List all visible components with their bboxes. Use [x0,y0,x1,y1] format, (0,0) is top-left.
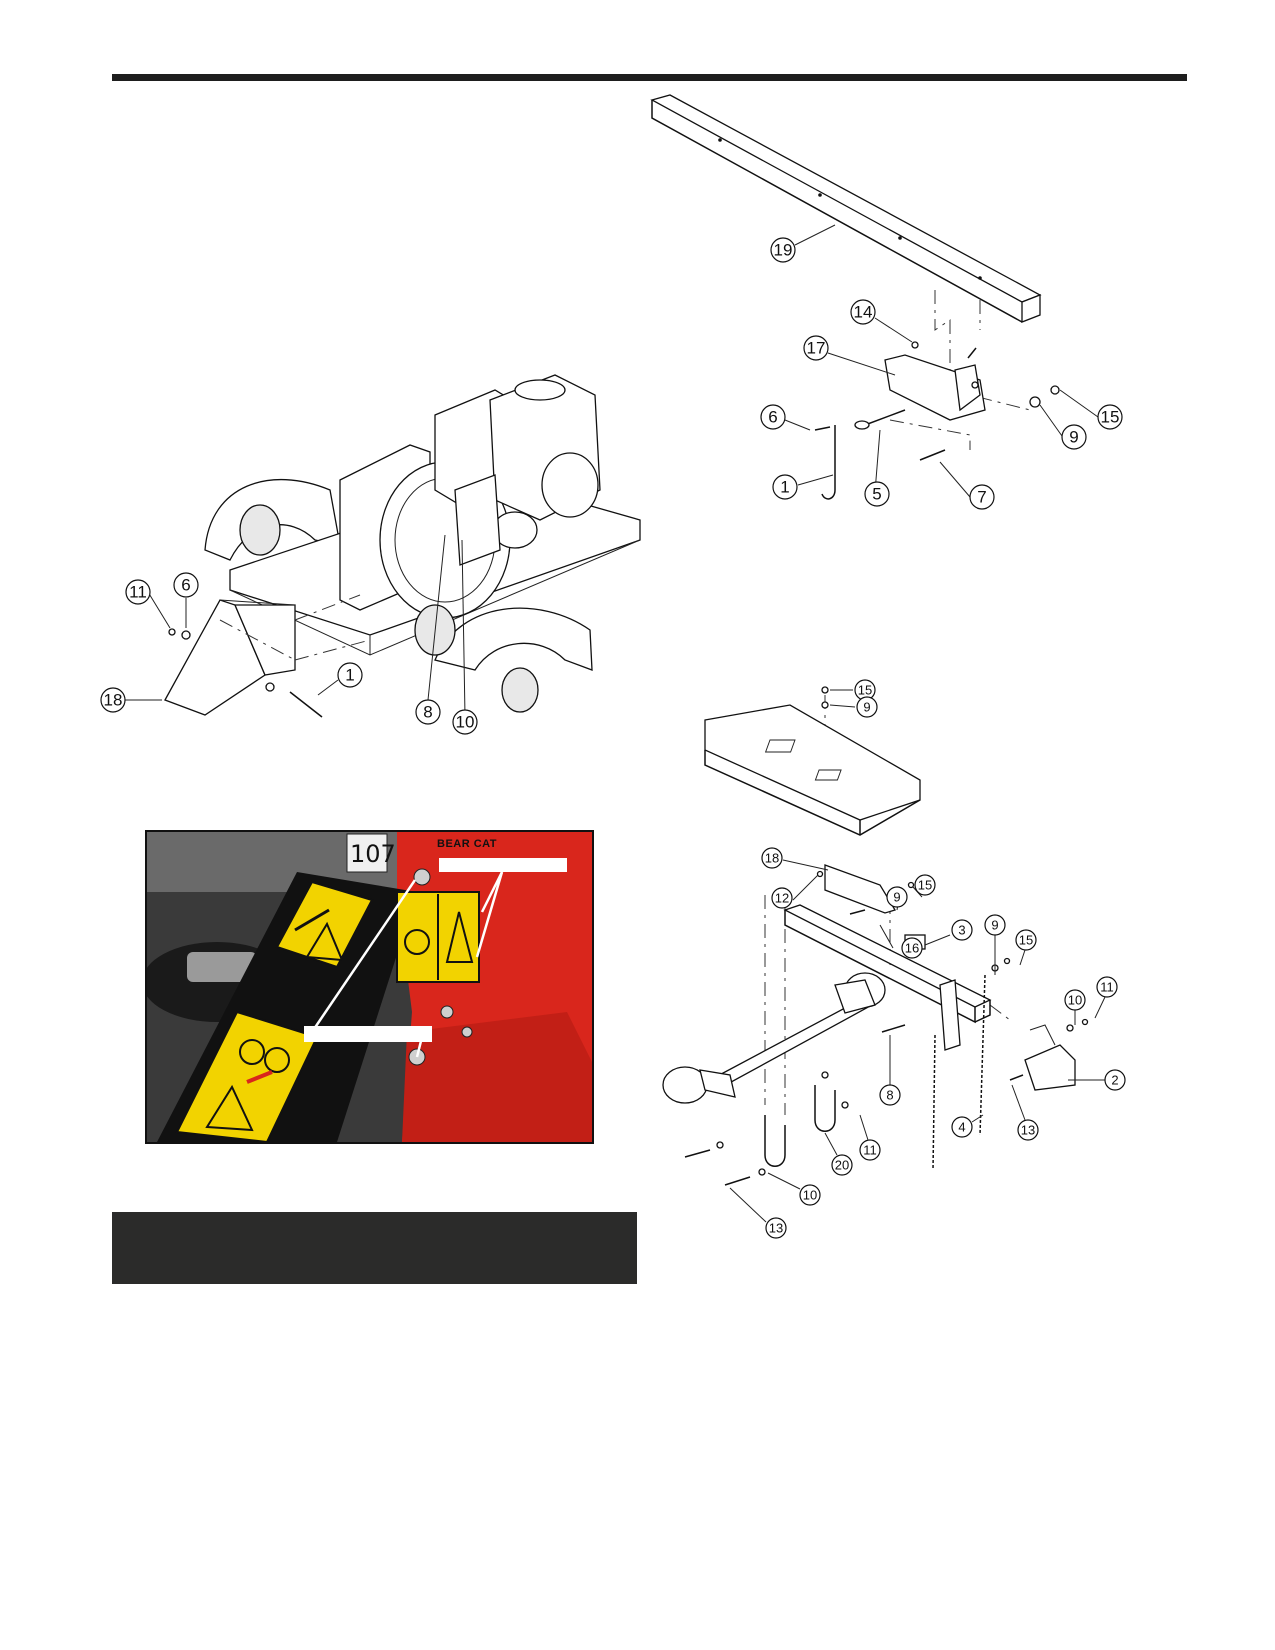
svg-text:15: 15 [1101,408,1120,427]
callout-8b: 8 [879,1084,901,1106]
svg-text:9: 9 [863,700,870,715]
front-wheel-hub [501,667,539,713]
callout-11c: 11 [859,1139,881,1161]
callout-11: 11 [125,579,151,605]
jack-stand [939,979,961,1051]
callout-1b: 1 [772,474,798,500]
callout-1: 1 [337,662,363,688]
callout-8: 8 [415,699,441,725]
callout-2: 2 [1104,1069,1126,1091]
tongue-jack-exploded-diagram: 19 14 17 6 1 5 7 9 15 [650,94,1123,510]
svg-text:11: 11 [129,583,147,602]
callout-5: 5 [864,481,890,507]
svg-text:15: 15 [918,878,932,893]
svg-text:13: 13 [769,1221,783,1236]
svg-text:15: 15 [858,683,872,698]
svg-text:10: 10 [1068,993,1082,1008]
callout-14: 14 [850,299,876,325]
main-plate [704,704,921,821]
svg-text:2: 2 [1111,1073,1118,1088]
model-plate-number: 107 [350,840,396,868]
axle-hitch-exploded-diagram: + 15 9 18 12 9 15 16 3 9 15 10 11 8 2 13… [662,679,1126,1239]
svg-text:7: 7 [977,488,986,507]
callout-15c: 15 [1015,929,1037,951]
callout-10: 10 [452,709,478,735]
svg-text:19: 19 [774,241,793,260]
svg-text:4: 4 [958,1120,965,1135]
svg-text:1: 1 [345,666,354,685]
callout-15: 15 [1097,404,1123,430]
hopper-side-plate [234,604,296,676]
svg-text:14: 14 [854,303,873,322]
callout-10b: 10 [1064,989,1086,1011]
callout-12: 12 [771,887,793,909]
svg-text:11: 11 [1100,980,1114,995]
callout-18: 18 [100,687,126,713]
svg-text:9: 9 [893,890,900,905]
callout-6b: 6 [760,404,786,430]
svg-text:12: 12 [775,891,789,906]
bracket-18 [824,864,896,914]
svg-text:3: 3 [958,923,965,938]
brand-logo: BEAR CAT [437,838,498,850]
svg-text:6: 6 [768,408,777,427]
svg-text:10: 10 [803,1188,817,1203]
photo-label-box-2 [304,1026,432,1042]
svg-text:18: 18 [765,851,779,866]
svg-text:10: 10 [456,713,475,732]
svg-text:11: 11 [863,1143,877,1158]
callout-13a: 13 [1017,1119,1039,1141]
callout-9: 9 [1061,424,1087,450]
axle [708,999,874,1088]
photo-label-box-1 [439,858,567,872]
section-header-bar [112,1212,637,1284]
callout-16: 16 [901,937,923,959]
svg-text:18: 18 [104,691,123,710]
svg-text:9: 9 [1069,428,1078,447]
callout-9c: 9 [984,914,1006,936]
callout-3: 3 [951,919,973,941]
callout-10c: 10 [799,1184,821,1206]
callout-9b: 9 [886,886,908,908]
callout-17: 17 [803,335,829,361]
callout-4: 4 [951,1116,973,1138]
callout-20: 20 [831,1154,853,1176]
callout-9a: 9 [856,696,878,718]
callout-13b: 13 [765,1217,787,1239]
front-fender [434,607,593,671]
light-housing [187,952,257,982]
svg-text:9: 9 [991,918,998,933]
chipper-hopper-exploded-diagram: 11 6 18 1 8 10 [100,374,641,735]
svg-text:20: 20 [835,1158,849,1173]
svg-text:6: 6 [181,576,190,595]
callout-19: 19 [770,237,796,263]
svg-text:13: 13 [1021,1123,1035,1138]
callout-6: 6 [173,572,199,598]
discharge-plate [454,474,501,566]
svg-text:1: 1 [780,478,789,497]
engine-recoil [541,452,599,518]
svg-text:5: 5 [872,485,881,504]
decal-yellow-upper [275,880,374,969]
fuel-cap [514,379,566,401]
top-rule [112,74,1187,81]
hitch-coupler [1024,1044,1076,1091]
callout-18b: 18 [761,847,783,869]
svg-text:17: 17 [807,339,826,358]
svg-text:15: 15 [1019,933,1033,948]
callout-7: 7 [969,484,995,510]
rear-wheel [239,504,281,556]
svg-text:16: 16 [905,941,919,956]
tongue-tube [650,94,1042,303]
callout-11b: 11 [1096,976,1118,998]
svg-text:8: 8 [423,703,432,722]
svg-text:8: 8 [886,1088,893,1103]
safety-decal-photo: 107 BEAR CAT [145,830,594,1144]
callout-15b: 15 [914,874,936,896]
